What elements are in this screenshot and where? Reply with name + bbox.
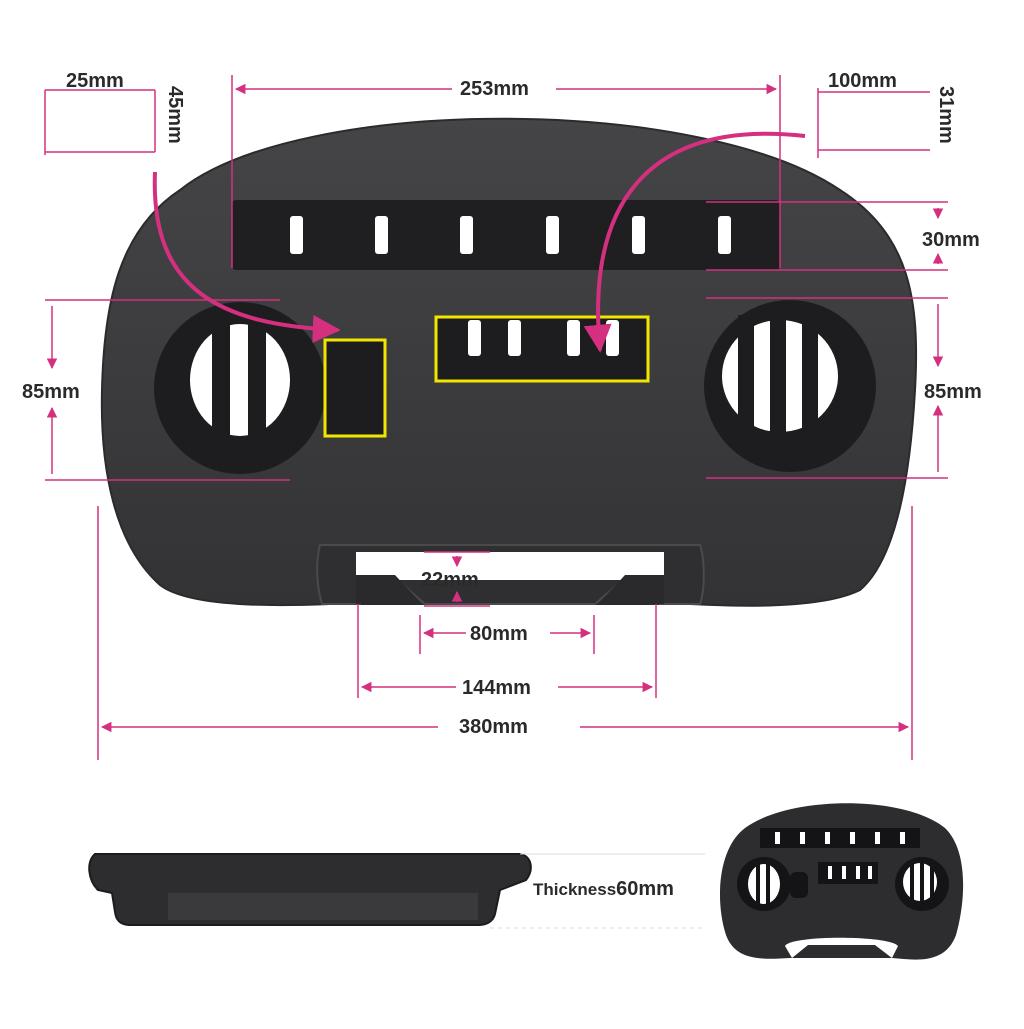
dim-clamp-inner-width: 80mm <box>466 624 532 644</box>
tray-thumbnail <box>719 803 964 960</box>
thickness-caption: Thickness60mm <box>533 879 674 899</box>
dim-slot-width: 25mm <box>66 70 124 92</box>
dim-right-cup-diameter: 85mm <box>920 382 986 402</box>
dim-left-cup-diameter: 85mm <box>18 382 84 402</box>
card-slot-highlight <box>434 315 650 383</box>
card-slot-ribs <box>468 320 619 356</box>
dim-clamp-gap: 22mm <box>421 569 479 591</box>
dim-slot-height: 45mm <box>164 86 186 144</box>
thickness-value: 60mm <box>616 878 674 900</box>
dim-card-slot-width: 100mm <box>828 70 897 92</box>
card-slot-pointer-arrow <box>583 131 806 353</box>
top-slot-ribs <box>290 216 731 254</box>
slot-pointer-arrow <box>152 171 341 343</box>
phone-slot-highlight <box>323 338 387 438</box>
dimension-lines <box>44 75 948 760</box>
dim-top-slot-length: 253mm <box>456 79 533 99</box>
thickness-label: Thickness <box>533 880 617 899</box>
dim-card-slot-height: 31mm <box>935 86 957 144</box>
left-cup-ribs <box>212 318 266 448</box>
right-cup-ribs <box>738 315 818 439</box>
top-slot <box>232 200 780 270</box>
dim-top-slot-depth: 30mm <box>922 229 980 251</box>
phone-slot <box>325 340 385 436</box>
dim-overall-width: 380mm <box>455 717 532 737</box>
dim-clamp-outer-width: 144mm <box>458 678 535 698</box>
